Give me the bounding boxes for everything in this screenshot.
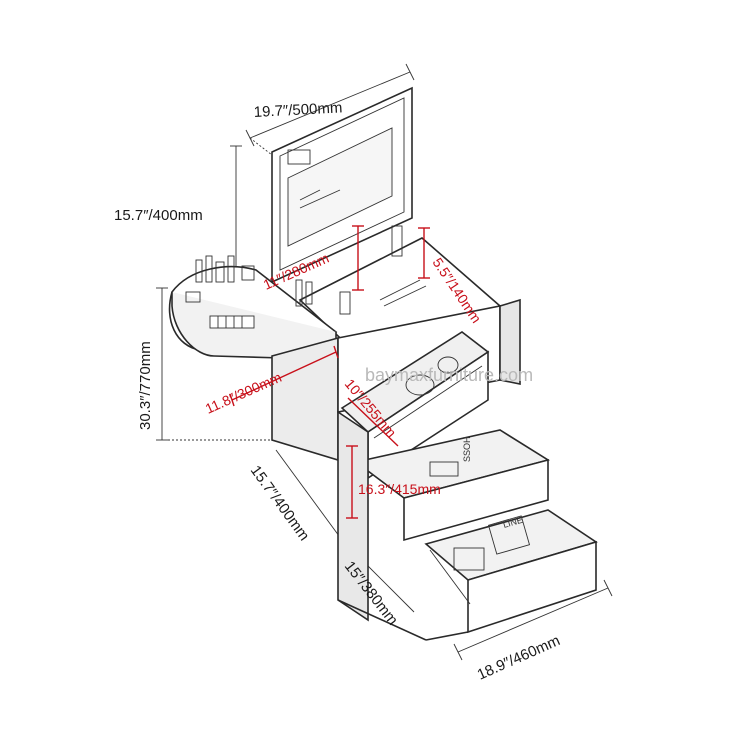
box-label: SSOH bbox=[462, 436, 472, 462]
cosmetic-items bbox=[185, 225, 427, 329]
drawer-width-dimension: 16.3″/415mm bbox=[358, 481, 441, 497]
drawer-front-width-dimension: 18.9″/460mm bbox=[475, 632, 563, 684]
total-height-dimension: 30.3″/770mm bbox=[137, 341, 154, 430]
bottom-depth-dimension: 15.7″/400mm bbox=[247, 462, 313, 544]
mirror-height-dimension: 15.7″/400mm bbox=[114, 207, 203, 224]
inner-dimension-lines bbox=[229, 225, 430, 519]
top-width-dimension: 19.7″/500mm bbox=[253, 99, 342, 121]
cabinet-body bbox=[168, 86, 598, 641]
watermark: baymaxfurniture.com bbox=[365, 365, 533, 385]
